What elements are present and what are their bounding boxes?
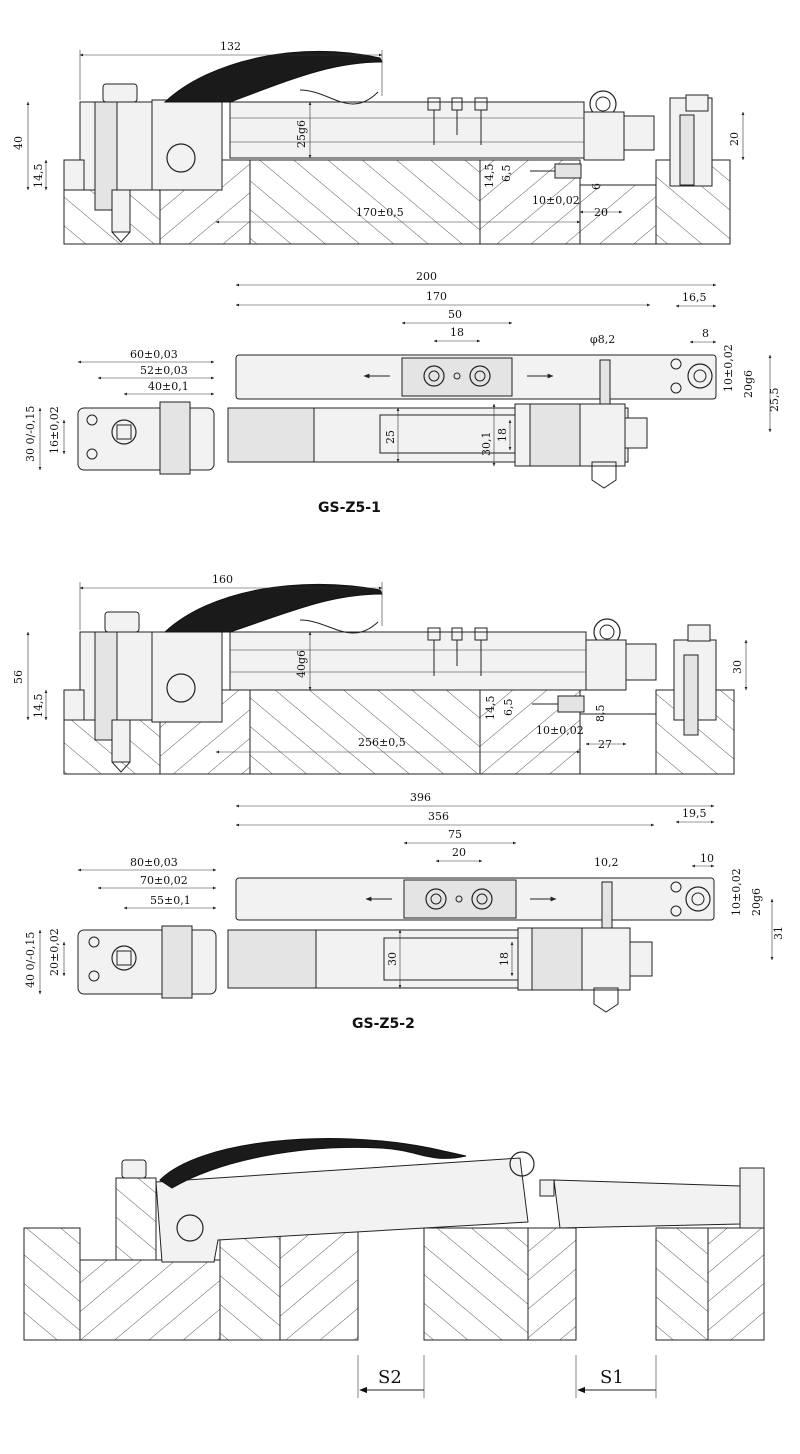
dim-10-tol-right: 10±0,02 (722, 344, 735, 392)
view-z5-2-top: 396 356 75 20 19,5 10 10,2 80±0,03 70±0,… (24, 791, 785, 1013)
dim-160: 160 (212, 573, 233, 586)
dim-pin-10: 10±0,02 (532, 194, 580, 207)
dim-pin-8-5: 8,5 (594, 705, 607, 723)
dim-52: 52±0,03 (140, 364, 188, 377)
dim-18: 18 (450, 326, 464, 339)
dim-10-top: 10 (700, 852, 714, 865)
dim-396: 396 (410, 791, 431, 804)
dim-pin-14-5-b: 14,5 (484, 696, 497, 721)
dim-20g6-right-b: 20g6 (750, 888, 763, 916)
dim-200: 200 (416, 270, 437, 283)
dim-80: 80±0,03 (130, 856, 178, 869)
dim-19-5: 19,5 (682, 807, 707, 820)
dim-56: 56 (12, 670, 25, 684)
view-z5-1-top: 200 170 50 18 16,5 8 φ8,2 60±0,03 52±0,0… (24, 270, 781, 489)
dim-pin-6: 6 (590, 183, 603, 190)
dim-20g6-right: 20g6 (742, 370, 755, 398)
dim-16-5: 16,5 (682, 291, 707, 304)
dim-pin-14-5: 14,5 (483, 164, 496, 189)
label-s2: S2 (378, 1367, 402, 1388)
dim-25-top: 25 (384, 430, 397, 444)
dim-40-top: 40±0,1 (148, 380, 189, 393)
view-z5-2-side: 160 56 14,5 40g6 30 256±0,5 14,5 6,5 8,5… (12, 573, 748, 775)
dim-30-top: 30 (386, 952, 399, 966)
dim-40-tol: 40 0/-0,15 (24, 932, 37, 988)
dim-18-top: 18 (496, 428, 509, 442)
dim-40: 40 (12, 136, 25, 150)
dim-60: 60±0,03 (130, 348, 178, 361)
dim-132: 132 (220, 40, 241, 53)
dim-10-tol-right-b: 10±0,02 (730, 868, 743, 916)
dim-pin-6-5: 6,5 (500, 165, 513, 183)
dim-phi-8-2: φ8,2 (590, 333, 615, 346)
dim-20-bottom: 20 (594, 206, 608, 219)
dim-25g6: 25g6 (295, 120, 308, 148)
dim-20-right: 20 (728, 132, 741, 146)
dim-31: 31 (772, 926, 785, 940)
dim-50: 50 (448, 308, 462, 321)
dim-256: 256±0,5 (358, 736, 406, 749)
dim-30-tol: 30 0/-0,15 (24, 406, 37, 462)
dim-20-tol: 20±0,02 (48, 928, 61, 976)
model-label-gs-z5-1: GS-Z5-1 (318, 500, 381, 516)
dim-18-top-b: 18 (498, 952, 511, 966)
dim-8: 8 (702, 327, 709, 340)
dim-40g6: 40g6 (295, 650, 308, 678)
model-label-gs-z5-2: GS-Z5-2 (352, 1016, 415, 1032)
dim-170: 170±0,5 (356, 206, 404, 219)
view-z5-1-side: 132 40 14,5 25g6 20 170±0,5 14,5 6,5 6 1… (12, 40, 745, 245)
dim-55: 55±0,1 (150, 894, 191, 907)
dim-14-5: 14,5 (32, 164, 45, 189)
dim-356: 356 (428, 810, 449, 823)
dim-20-top: 20 (452, 846, 466, 859)
label-s1: S1 (600, 1367, 624, 1388)
dim-27: 27 (598, 738, 612, 751)
dim-pin-10-b: 10±0,02 (536, 724, 584, 737)
dim-16-tol: 16±0,02 (48, 406, 61, 454)
dim-30-1: 30,1 (480, 432, 493, 457)
dim-70: 70±0,02 (140, 874, 188, 887)
dim-170-top: 170 (426, 290, 447, 303)
dim-14-5-b: 14,5 (32, 694, 45, 719)
dim-30-right: 30 (731, 660, 744, 674)
dim-pin-6-5-b: 6,5 (502, 699, 515, 717)
dim-10-2: 10,2 (594, 856, 619, 869)
dim-75: 75 (448, 828, 462, 841)
dim-25-5: 25,5 (768, 388, 781, 413)
view-open-position: S2 S1 (23, 1138, 765, 1398)
